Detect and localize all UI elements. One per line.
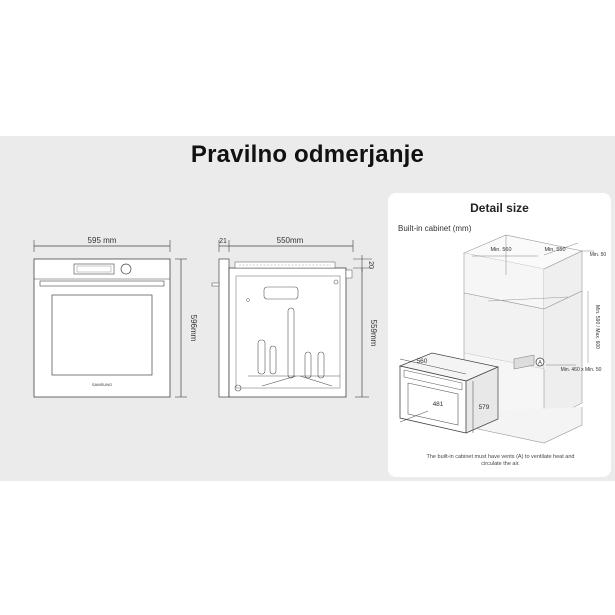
page-title: Pravilno odmerjanje	[190, 141, 425, 168]
min-depth-label: Min. 550	[544, 247, 565, 253]
brand-logo: SAMSUNG	[92, 382, 112, 387]
side-door	[218, 258, 230, 398]
vent-marker-label: A	[538, 361, 542, 367]
front-view: 595 mm SAMSUNG 596mm	[33, 236, 198, 398]
detail-note: The built-in cabinet must have vents (A)…	[426, 454, 575, 467]
vent-size-label: Min. 460 x Min. 50	[561, 367, 602, 373]
side-depth-label: 550mm	[277, 236, 304, 245]
min-width-label: Min. 560	[490, 247, 511, 253]
side-view: 21 550mm 20 559mm	[211, 236, 378, 398]
detail-card: Detail size Built-in cabinet (mm) A	[388, 193, 611, 477]
oven-window	[51, 294, 153, 376]
min-top-label: Min. 50	[590, 252, 607, 258]
vent-marker	[535, 357, 545, 367]
side-height-label: 559mm	[369, 320, 378, 347]
vent-area	[513, 354, 535, 370]
control-display	[73, 263, 115, 275]
oven-depth-label: 481	[433, 401, 444, 408]
height-range-label: Min. 590 / Max. 600	[594, 305, 600, 349]
oven-width-label: 560	[417, 358, 428, 365]
side-body	[228, 267, 347, 398]
front-height-label: 596mm	[189, 315, 198, 342]
detail-title: Detail size	[470, 201, 529, 215]
control-knob	[120, 263, 132, 275]
cabinet-drawing: A 560 579 481 Min. 560 Min. 550 Min. 50 …	[398, 234, 607, 444]
detail-subtitle: Built-in cabinet (mm)	[398, 224, 472, 233]
side-front-depth-label: 21	[219, 238, 227, 245]
oven-height-label: 579	[479, 404, 490, 411]
door-handle	[39, 280, 165, 287]
detail-oven	[398, 352, 500, 434]
front-width-label: 595 mm	[88, 236, 117, 245]
side-top-label: 20	[367, 261, 374, 269]
